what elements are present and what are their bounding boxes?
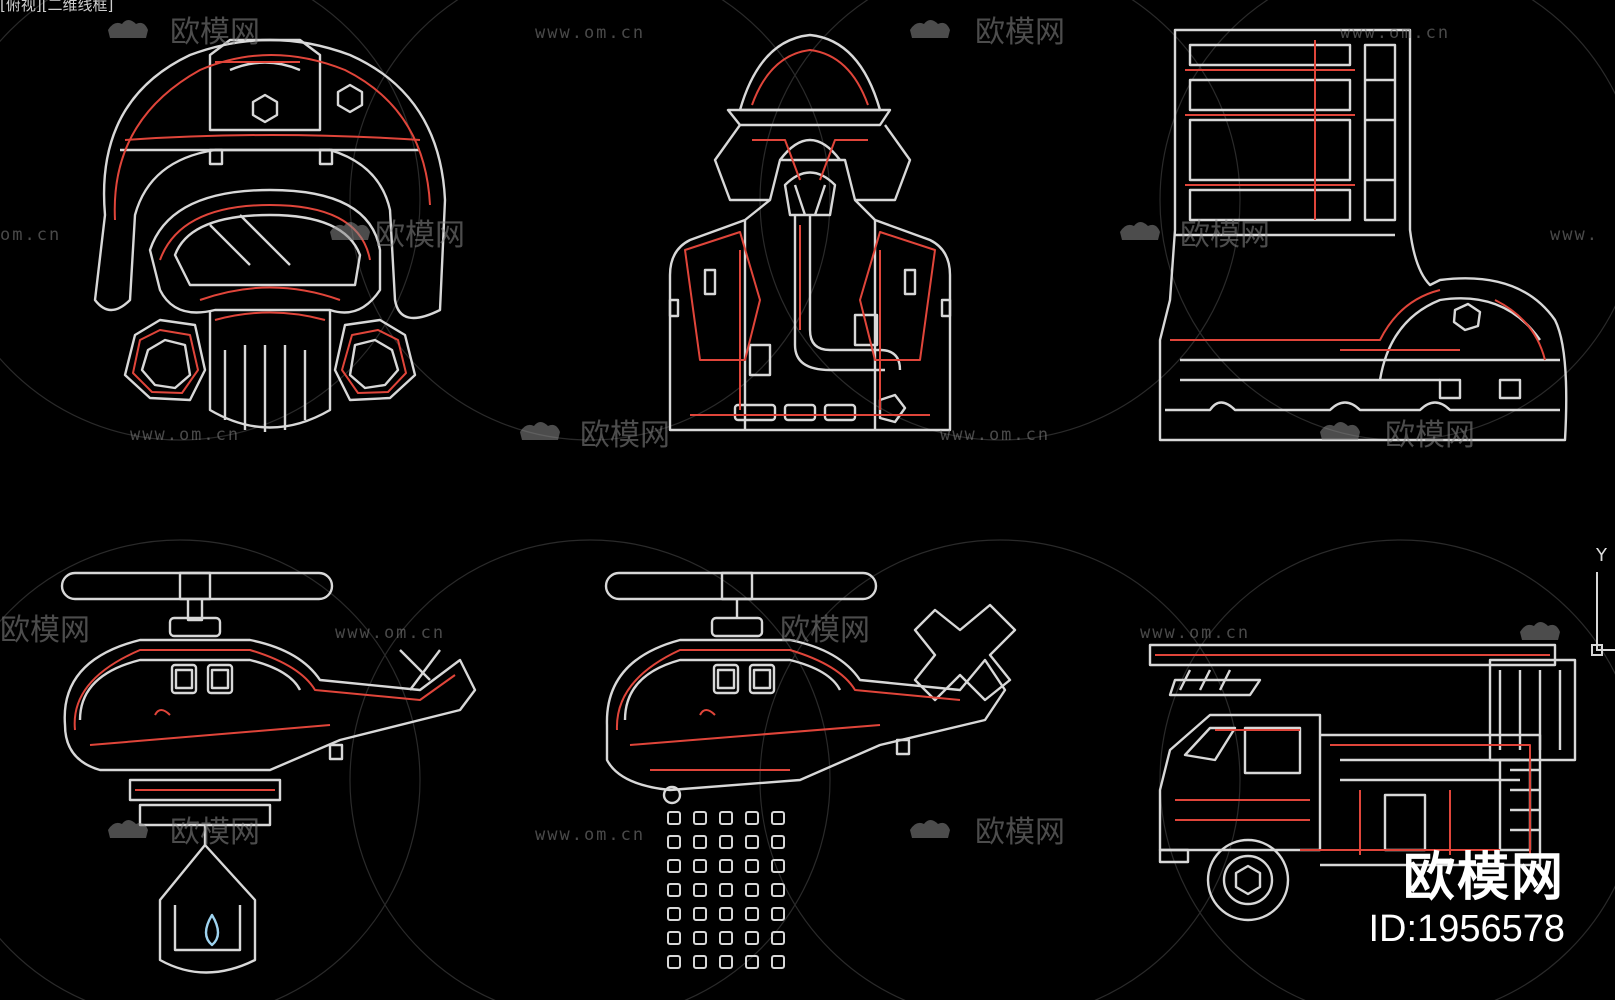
- water-drop: [745, 931, 759, 945]
- water-drop: [745, 883, 759, 897]
- water-drop: [719, 883, 733, 897]
- water-drop: [771, 859, 785, 873]
- firefighter-boot[interactable]: [1158, 28, 1568, 442]
- water-drop: [667, 907, 681, 921]
- helicopter-dropping-water[interactable]: [604, 571, 1017, 969]
- water-drop: [745, 811, 759, 825]
- water-drop: [719, 835, 733, 849]
- water-drop: [667, 955, 681, 969]
- water-drop: [667, 883, 681, 897]
- brand-logo-text: 欧模网: [1402, 848, 1565, 908]
- svg-text:欧模网: 欧模网: [975, 15, 1065, 50]
- fire-truck-with-ladder[interactable]: [1148, 643, 1577, 922]
- water-drop: [771, 907, 785, 921]
- watermarks: 欧模网 www.om.cn 欧模网 www.om.cn om.cn 欧模网 欧模…: [0, 15, 1599, 850]
- water-drop: [719, 931, 733, 945]
- ucs-y-label: Y: [1596, 545, 1607, 566]
- svg-text:www.om.cn: www.om.cn: [335, 623, 445, 643]
- svg-text:欧模网: 欧模网: [170, 15, 260, 50]
- water-drop: [693, 835, 707, 849]
- svg-text:www.om.cn: www.om.cn: [535, 825, 645, 845]
- svg-text:www.om.cn: www.om.cn: [940, 425, 1050, 445]
- water-drop: [771, 883, 785, 897]
- svg-text:欧模网: 欧模网: [1385, 418, 1475, 453]
- water-drops: [667, 811, 785, 969]
- water-drop: [771, 811, 785, 825]
- water-drop: [771, 955, 785, 969]
- water-drop: [693, 811, 707, 825]
- svg-text:om.cn: om.cn: [0, 225, 61, 245]
- water-drop: [693, 907, 707, 921]
- svg-text:欧模网: 欧模网: [780, 613, 870, 648]
- water-drop: [667, 859, 681, 873]
- svg-text:www.om.cn: www.om.cn: [130, 425, 240, 445]
- svg-text:欧模网: 欧模网: [580, 418, 670, 453]
- water-drop: [745, 907, 759, 921]
- svg-text:欧模网: 欧模网: [1180, 218, 1270, 253]
- svg-text:欧模网: 欧模网: [170, 815, 260, 850]
- svg-text:www.om.cn: www.om.cn: [535, 23, 645, 43]
- ucs-icon: [1591, 572, 1615, 656]
- water-drop: [719, 811, 733, 825]
- svg-text:www.om.cn: www.om.cn: [1140, 623, 1250, 643]
- water-drop: [719, 859, 733, 873]
- water-drop: [693, 955, 707, 969]
- svg-text:欧模网: 欧模网: [0, 613, 90, 648]
- water-drop: [771, 931, 785, 945]
- water-drop: [667, 811, 681, 825]
- water-drop: [771, 835, 785, 849]
- water-drop: [719, 955, 733, 969]
- water-drop: [719, 907, 733, 921]
- svg-text:欧模网: 欧模网: [375, 218, 465, 253]
- firefighter-in-uniform[interactable]: [668, 33, 952, 432]
- viewport-label[interactable]: [俯视][二维线框]: [0, 0, 114, 14]
- brand-id: ID:1956578: [1368, 908, 1566, 950]
- firefighter-helmet-gas-mask[interactable]: [93, 38, 447, 432]
- water-drop: [745, 955, 759, 969]
- helicopter-with-water-bucket[interactable]: [60, 571, 477, 974]
- svg-text:www.om.cn: www.om.cn: [1340, 23, 1450, 43]
- water-drop: [693, 931, 707, 945]
- svg-text:www.: www.: [1550, 225, 1599, 245]
- water-drop: [667, 931, 681, 945]
- water-drop: [667, 835, 681, 849]
- water-drop: [745, 859, 759, 873]
- svg-text:欧模网: 欧模网: [975, 815, 1065, 850]
- water-drop: [693, 883, 707, 897]
- water-drop: [693, 859, 707, 873]
- water-drop: [745, 835, 759, 849]
